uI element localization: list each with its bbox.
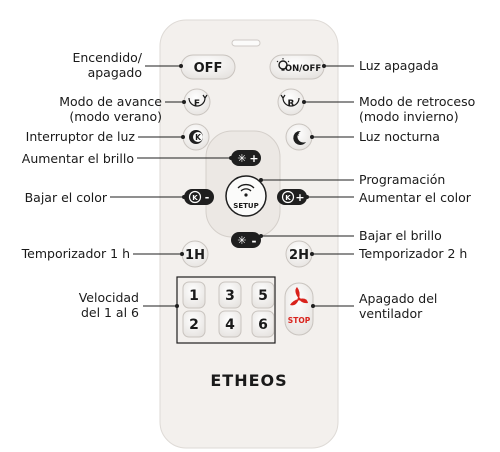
stop-button-label: STOP <box>288 316 311 325</box>
timer-2h-button[interactable]: 2H <box>285 240 313 268</box>
moon-icon: ★ <box>293 130 306 145</box>
sun-plus-icon: ✳ + <box>237 152 258 165</box>
timer-2h-label: 2H <box>289 248 309 263</box>
color-minus-label: K <box>192 194 198 202</box>
speed-button-4[interactable]: 4 <box>218 310 242 338</box>
fan-forward-icon <box>188 94 208 107</box>
label-brightness-up: Aumentar el brillo <box>21 151 134 166</box>
light-onoff-label: ON/OFF <box>285 64 321 74</box>
leader-lines <box>110 65 354 307</box>
speed-button-3[interactable]: 3 <box>218 281 242 309</box>
speed-button-label: 3 <box>225 288 235 304</box>
label-color-up: Aumentar el color <box>359 190 471 205</box>
svg-text:-: - <box>205 191 210 204</box>
bulb-icon <box>276 58 290 71</box>
label-brightness-down: Bajar el brillo <box>359 228 442 243</box>
light-switch-label: K <box>195 133 202 142</box>
leader-dots <box>175 64 326 308</box>
label-programming: Programación <box>359 172 446 187</box>
color-plus-button[interactable]: K + <box>277 189 307 205</box>
off-button-label: OFF <box>194 61 223 76</box>
speed-button-1[interactable]: 1 <box>182 281 206 309</box>
label-timer-1h: Temporizador 1 h <box>21 246 130 261</box>
light-switch-button[interactable]: K <box>182 123 210 151</box>
off-button[interactable]: OFF <box>180 54 236 80</box>
brightness-up-button[interactable]: ✳ + <box>231 150 261 166</box>
setup-button-label: SETUP <box>233 202 258 210</box>
speed-button-label: 1 <box>189 288 199 304</box>
label-power: Encendido/ apagado <box>72 50 142 80</box>
svg-text:★: ★ <box>294 130 300 138</box>
svg-text:+: + <box>249 152 258 165</box>
color-minus-button[interactable]: K - <box>184 189 214 205</box>
sun-minus-icon: ✳ - <box>237 234 256 248</box>
svg-text:✳: ✳ <box>237 152 246 165</box>
fan-stop-icon <box>290 287 308 306</box>
speed-button-5[interactable]: 5 <box>251 281 275 309</box>
speed-grid-frame <box>176 276 276 344</box>
speed-button-2[interactable]: 2 <box>182 310 206 338</box>
label-color-down: Bajar el color <box>24 190 107 205</box>
label-night-light: Luz nocturna <box>359 129 440 144</box>
speed-button-label: 5 <box>258 288 268 304</box>
light-onoff-button[interactable]: ON/OFF <box>269 54 325 80</box>
reverse-button[interactable]: R <box>277 88 305 116</box>
night-light-button[interactable]: ★ <box>285 123 313 151</box>
label-timer-2h: Temporizador 2 h <box>359 246 468 261</box>
timer-1h-button[interactable]: 1H <box>181 240 209 268</box>
brightness-down-button[interactable]: ✳ - <box>231 232 261 248</box>
label-forward: Modo de avance (modo verano) <box>59 94 162 124</box>
ir-window <box>231 39 261 47</box>
timer-1h-label: 1H <box>185 248 205 263</box>
speed-button-label: 6 <box>258 317 268 333</box>
forward-button-label: F <box>194 99 200 109</box>
label-light-switch: Interruptor de luz <box>25 129 135 144</box>
color-plus-label: K <box>285 194 291 202</box>
label-fan-off: Apagado del ventilador <box>359 291 438 321</box>
forward-button[interactable]: F <box>183 88 211 116</box>
speed-button-6[interactable]: 6 <box>251 310 275 338</box>
label-reverse: Modo de retroceso (modo invierno) <box>359 94 476 124</box>
fan-reverse-icon <box>280 94 300 107</box>
svg-text:-: - <box>252 234 257 248</box>
brand-logo: ETHEOS <box>210 371 287 390</box>
svg-text:✳: ✳ <box>237 234 246 247</box>
reverse-button-label: R <box>288 99 295 109</box>
speed-button-label: 4 <box>225 317 235 333</box>
setup-button[interactable]: SETUP <box>225 175 267 217</box>
wifi-icon <box>237 183 255 197</box>
stop-button[interactable]: STOP <box>284 282 314 336</box>
label-light-off: Luz apagada <box>359 58 439 73</box>
svg-text:+: + <box>295 191 304 204</box>
label-speeds: Velocidad del 1 al 6 <box>78 290 139 320</box>
speed-button-label: 2 <box>189 317 199 333</box>
